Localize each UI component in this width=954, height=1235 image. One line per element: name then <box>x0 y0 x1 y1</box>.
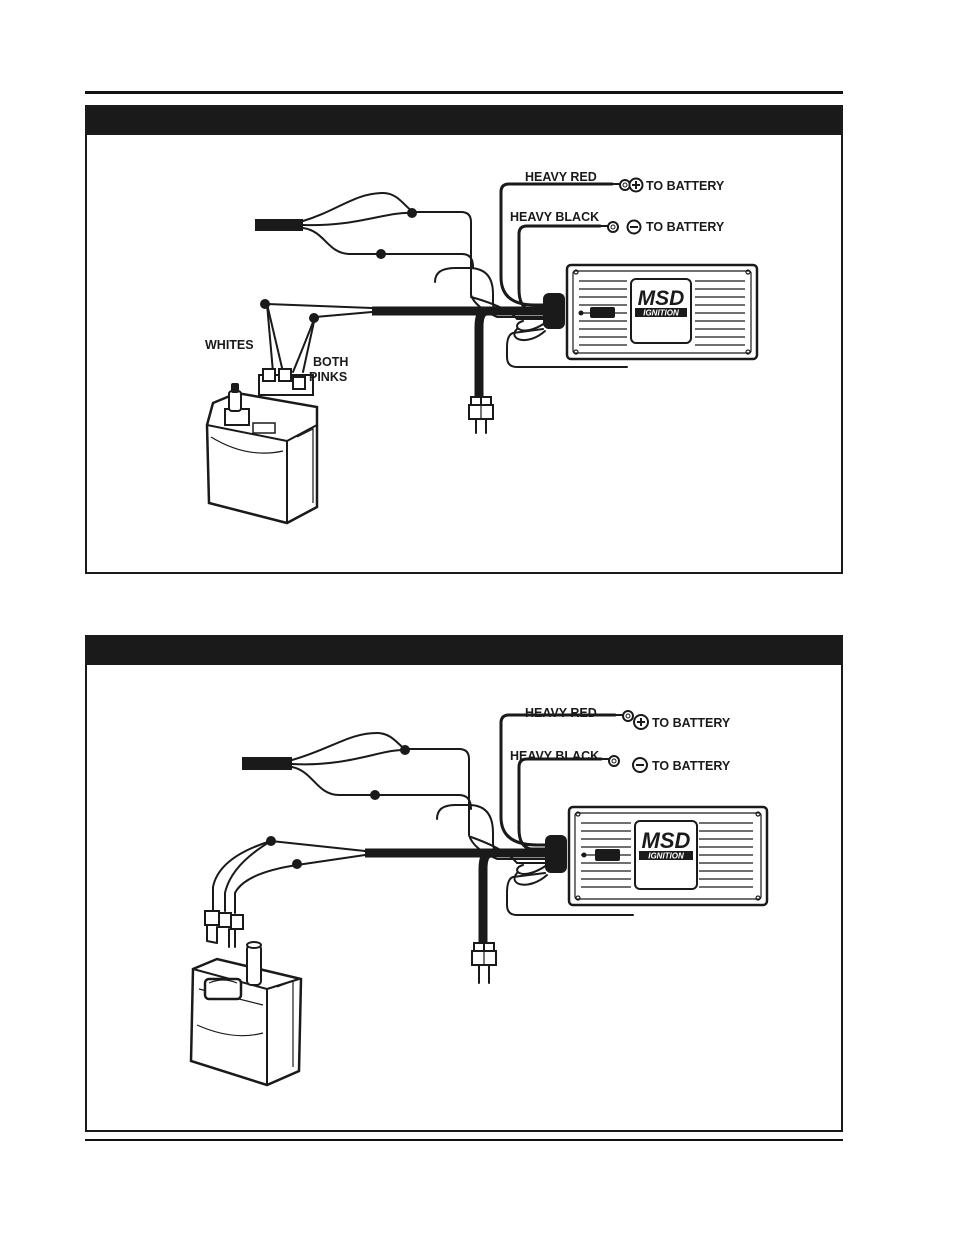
plus-circle-icon <box>634 715 648 729</box>
minus-circle-icon <box>633 758 647 772</box>
bottom-rule <box>85 1139 843 1141</box>
msd-logo: MSD <box>638 287 685 310</box>
harness-connector <box>472 943 496 983</box>
plus-circle-icon <box>630 179 643 192</box>
input-wires <box>255 193 473 267</box>
label-heavy-black: HEAVY BLACK <box>510 210 599 224</box>
minus-circle-icon <box>628 221 641 234</box>
harness-connector <box>469 397 493 433</box>
ring-terminal-icon <box>600 222 618 232</box>
msd-ignition-box: MSD IGNITION <box>569 807 767 905</box>
wiring-diagram-2: MSD IGNITION <box>87 637 841 1130</box>
ignition-logo: IGNITION <box>643 309 679 318</box>
ring-terminal-icon <box>615 711 633 721</box>
harness-branch <box>483 853 545 943</box>
msd-ignition-box: MSD IGNITION <box>567 265 757 359</box>
ignition-logo: IGNITION <box>648 852 684 861</box>
label-heavy-black: HEAVY BLACK <box>510 749 599 763</box>
rev-limiter-module <box>590 307 615 318</box>
wiring-diagram-1: MSD IGNITION <box>87 107 841 572</box>
label-whites: WHITES <box>205 338 254 352</box>
rev-limiter-module <box>595 849 620 861</box>
label-to-battery-negative: TO BATTERY <box>652 759 731 773</box>
label-heavy-red: HEAVY RED <box>525 706 597 720</box>
wiring-diagram-panel-1: MSD IGNITION <box>85 105 843 574</box>
top-rule <box>85 91 843 94</box>
label-both: BOTH <box>313 355 348 369</box>
label-to-battery-positive: TO BATTERY <box>646 179 725 193</box>
label-to-battery-positive: TO BATTERY <box>652 716 731 730</box>
harness-branch <box>479 311 543 397</box>
label-heavy-red: HEAVY RED <box>525 170 597 184</box>
ring-terminal-icon <box>601 756 619 766</box>
input-wires <box>242 733 471 809</box>
label-pinks: PINKS <box>309 370 347 384</box>
ignition-coil-1 <box>207 369 317 523</box>
wiring-diagram-panel-2: MSD IGNITION <box>85 635 843 1132</box>
msd-logo: MSD <box>642 828 691 853</box>
ring-terminal-icon <box>612 180 630 190</box>
label-to-battery-negative: TO BATTERY <box>646 220 725 234</box>
coil-wires <box>213 836 365 913</box>
ignition-coil-2 <box>191 911 301 1085</box>
